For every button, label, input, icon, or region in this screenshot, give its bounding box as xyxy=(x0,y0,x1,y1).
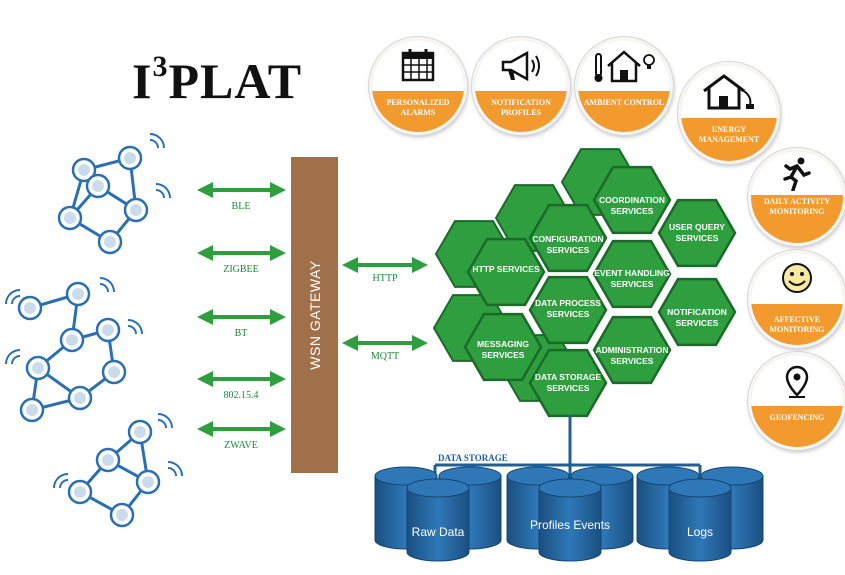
hexagon-2 xyxy=(657,198,737,268)
hexagon-9 xyxy=(528,348,608,418)
megaphone-icon xyxy=(501,50,540,82)
service-data-storage: DATA STORAGE SERVICES xyxy=(534,372,602,393)
map-pin-icon xyxy=(785,365,809,398)
protocol-label-http: HTTP xyxy=(372,273,398,284)
database-cylinder-0-2 xyxy=(406,478,470,562)
service-messaging: MESSAGING SERVICES xyxy=(477,339,529,360)
protocol-arrows xyxy=(197,182,428,437)
wireless-signal-icons xyxy=(5,133,183,489)
smiley-icon xyxy=(782,263,812,293)
home-plug-icon xyxy=(703,74,754,110)
protocol-label-zwave: ZWAVE xyxy=(224,440,258,451)
protocol-label-802154: 802.15.4 xyxy=(223,390,259,401)
running-person-icon xyxy=(783,157,811,191)
protocol-label-zigbee: ZIGBEE xyxy=(223,264,259,275)
hexagon-1 xyxy=(528,203,608,273)
hexagon-4 xyxy=(592,239,672,309)
db-label-raw-data: Raw Data xyxy=(411,525,465,539)
hexagon-0 xyxy=(592,165,672,235)
app-affective-monitoring: AFFECTIVE MONITORING xyxy=(748,250,845,348)
data-storage-label: DATA STORAGE xyxy=(438,453,508,463)
protocol-label-ble: BLE xyxy=(231,201,251,212)
sensor-cluster-bottom xyxy=(77,430,151,517)
app-daily-activity-monitoring: DAILY ACTIVITY MONITORING xyxy=(748,148,845,246)
sensor-cluster-mid-nodes xyxy=(17,281,127,423)
sensor-cluster-bottom-nodes xyxy=(67,419,161,528)
app-ambient-control: AMBIENT CONTROL xyxy=(575,37,673,135)
hexagon-7 xyxy=(463,312,543,382)
calendar-icon xyxy=(401,49,435,82)
service-notification: NOTIFICATION SERVICES xyxy=(667,307,727,328)
app-notification-profiles: NOTIFICATION PROFILES xyxy=(472,37,570,135)
hexagon-8 xyxy=(592,315,672,385)
home-thermometer-icon xyxy=(594,50,655,83)
hexagon-6 xyxy=(657,277,737,347)
database-group xyxy=(374,466,764,562)
wsn-gateway: WSN GATEWAY xyxy=(291,157,338,473)
app-personalized-alarms: PERSONALIZED ALARMS xyxy=(369,37,467,135)
services-hexagon-cluster xyxy=(432,148,737,418)
hexagon-5 xyxy=(528,275,608,345)
sensor-cluster-top-nodes xyxy=(57,145,149,255)
app-title: I3PLAT xyxy=(132,50,303,109)
db-label-profiles-events: Profiles Events xyxy=(529,518,611,532)
service-http: HTTP SERVICES xyxy=(472,264,540,274)
app-energy-management: ENERGY MANAGEMENT xyxy=(678,62,780,164)
app-geofencing: GEOFENCING xyxy=(748,352,845,450)
database-cylinder-1-2 xyxy=(538,478,602,562)
service-data-process: DATA PROCESS SERVICES xyxy=(535,298,601,319)
service-coordination: COORDINATION SERVICES xyxy=(599,195,665,216)
db-label-logs: Logs xyxy=(686,525,714,539)
protocol-label-bt: BT xyxy=(234,328,248,339)
hexagon-3 xyxy=(466,237,546,307)
database-cylinder-2-2 xyxy=(668,478,732,562)
service-administration: ADMINISTRATION SERVICES xyxy=(595,345,669,366)
protocol-label-mqtt: MQTT xyxy=(370,351,400,362)
service-user-query: USER QUERY SERVICES xyxy=(669,222,725,243)
service-configuration: CONFIGURATION SERVICES xyxy=(532,234,604,255)
service-event-handling: EVENT HANDLING SERVICES xyxy=(594,268,670,289)
